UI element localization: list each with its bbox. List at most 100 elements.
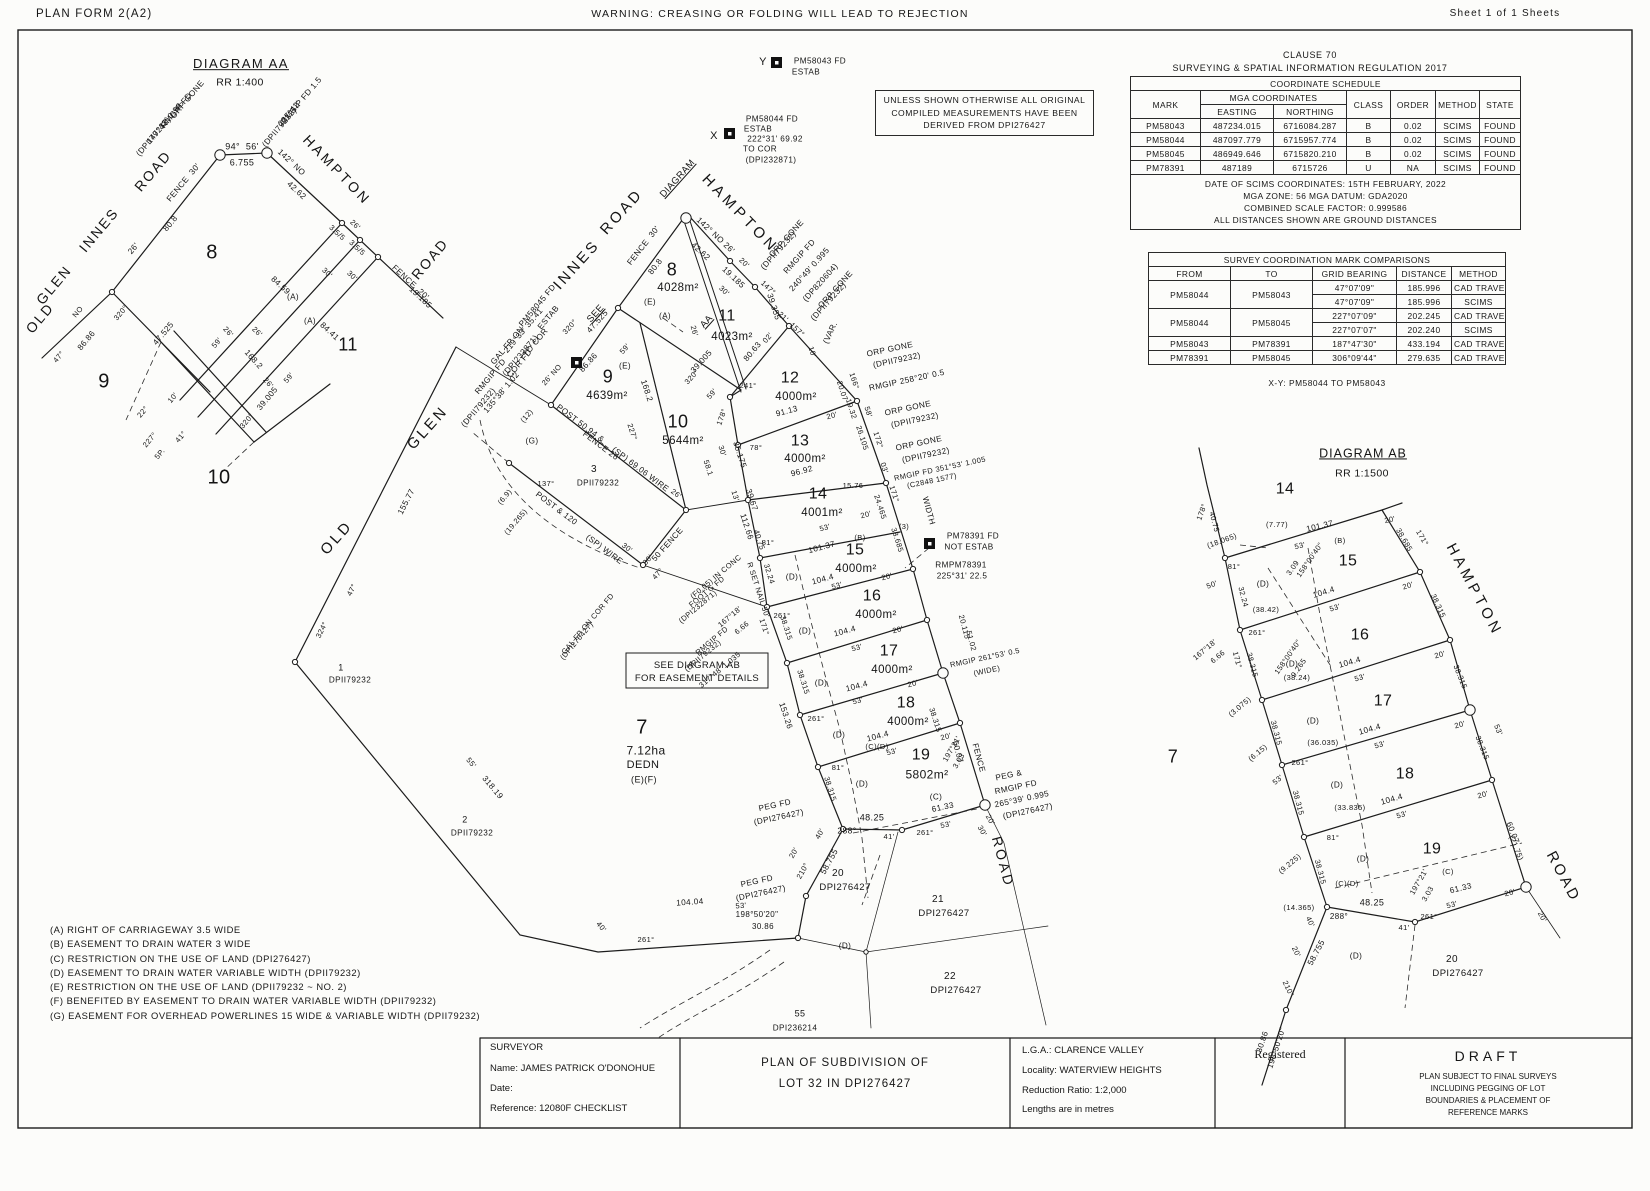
diagram-label: DPII79232 bbox=[576, 478, 620, 488]
diagram-label: 94° 56' bbox=[225, 141, 259, 152]
diagram-label: 53' bbox=[735, 900, 747, 911]
diagram-label: 81° bbox=[761, 538, 775, 548]
diagram-label: 30.86 bbox=[751, 921, 775, 931]
surveyor-date: Date: bbox=[490, 1083, 513, 1094]
surveyor-reference: Reference: 12080F CHECKLIST bbox=[490, 1103, 628, 1114]
diagram-label: 261° bbox=[1420, 912, 1438, 922]
plan-title-line2: LOT 32 IN DPI276427 bbox=[778, 1078, 912, 1090]
plan-title-line1: PLAN OF SUBDIVISION OF bbox=[761, 1057, 929, 1069]
diagram-label: ESTAB bbox=[743, 124, 773, 134]
diagram-label: 48.25 bbox=[1359, 897, 1385, 908]
easement-note-line: (G) EASEMENT FOR OVERHEAD POWERLINES 15 … bbox=[50, 1009, 480, 1021]
diagram-label: RR 1:400 bbox=[216, 76, 264, 89]
diagram-label: 17 bbox=[879, 642, 899, 660]
diagram-label: (DPI232871) bbox=[745, 155, 797, 165]
diagram-label: 261° bbox=[807, 714, 825, 724]
diagram-label: 137° bbox=[537, 479, 555, 489]
diagram-label: DPII79232 bbox=[450, 828, 494, 838]
diagram-label: 5644m² bbox=[662, 434, 704, 447]
diagram-label: (E) bbox=[618, 361, 632, 371]
diagram-label: (C)(D) bbox=[1335, 879, 1359, 889]
pm-square-marks bbox=[571, 57, 935, 549]
diagram-label: 2 bbox=[462, 814, 468, 825]
col-method: METHOD bbox=[1435, 90, 1480, 119]
table-row: PM58043 PM78391 187°47'30" 433.194 CAD T… bbox=[1148, 336, 1507, 351]
diagram-label: 55 bbox=[794, 1008, 806, 1019]
diagram-label: 10 bbox=[667, 411, 689, 432]
diagram-label: (36.035) bbox=[1307, 738, 1339, 748]
mark-comparisons-table: SURVEY COORDINATION MARK COMPARISONS FRO… bbox=[1147, 252, 1507, 365]
diagram-label: (D) bbox=[855, 779, 869, 789]
diagram-label: (C) bbox=[929, 792, 943, 802]
diagram-label: 1 bbox=[338, 662, 344, 673]
diagram-label: DPI236214 bbox=[772, 1023, 818, 1033]
diagram-label: (D) bbox=[1256, 579, 1270, 589]
table-row: PM78391 PM58045 306°09'44" 279.635 CAD T… bbox=[1148, 350, 1507, 365]
diagram-label: 20 bbox=[832, 867, 844, 879]
sheet-count: Sheet 1 of 1 Sheets bbox=[1449, 8, 1561, 19]
warning-text: WARNING: CREASING OR FOLDING WILL LEAD T… bbox=[591, 8, 969, 20]
diagram-label: 18 bbox=[1395, 765, 1415, 783]
lga-line: L.G.A.: CLARENCE VALLEY bbox=[1022, 1045, 1144, 1056]
diagram-label: 261° bbox=[773, 611, 791, 621]
easement-note-line: (C) RESTRICTION ON THE USE OF LAND (DPI2… bbox=[50, 952, 311, 964]
diagram-label: FOR EASEMENT DETAILS bbox=[634, 673, 760, 685]
col-easting: EASTING bbox=[1200, 104, 1274, 119]
diagram-label: (D) bbox=[785, 572, 799, 582]
diagram-label: (D) bbox=[798, 626, 812, 636]
easement-note-line: (E) RESTRICTION ON THE USE OF LAND (DPII… bbox=[50, 981, 347, 993]
diagram-label: (B) bbox=[854, 533, 866, 543]
diagram-label: 241° bbox=[739, 381, 757, 391]
diagram-label: 8 bbox=[666, 259, 678, 280]
diagram-label: 11 bbox=[718, 307, 736, 325]
pm78391-label: PM78391 FD bbox=[946, 531, 1000, 541]
diagram-label: 13 bbox=[790, 432, 810, 450]
diagram-label: DPI276427 bbox=[930, 985, 982, 997]
diagram-label: (E)(F) bbox=[631, 774, 657, 785]
diagram-label: (C)(D) bbox=[865, 742, 889, 752]
diagram-label: RMPM78391 bbox=[935, 560, 987, 570]
diagram-label: 22 bbox=[944, 970, 956, 982]
diagram-label: 288° bbox=[1329, 911, 1349, 921]
diagram-label: 19 bbox=[1422, 840, 1442, 858]
diagram-label: (14.365) bbox=[1283, 903, 1315, 913]
diagram-aa-title: DIAGRAM AA bbox=[193, 56, 289, 72]
diagram-label: (38.42) bbox=[1252, 605, 1280, 615]
diagram-label: (D) bbox=[832, 730, 846, 740]
registered-label: Registered bbox=[1254, 1047, 1306, 1061]
diagram-label: DPI276427 bbox=[1432, 968, 1484, 980]
diagram-label: 288° bbox=[837, 825, 857, 836]
col-mga: MGA COORDINATES bbox=[1200, 90, 1347, 105]
diagram-label: (C) bbox=[1442, 867, 1454, 877]
diagram-label: (D) bbox=[1330, 780, 1344, 790]
diagram-label: 4000m² bbox=[775, 390, 817, 403]
diagram-label: 261° bbox=[916, 828, 934, 838]
diagram-label: 20 bbox=[1446, 953, 1458, 965]
diagram-label: 261° bbox=[637, 935, 655, 945]
diagram-label: 3 bbox=[591, 463, 597, 475]
diagram-label: 81° bbox=[1326, 833, 1340, 843]
plan-form-title: PLAN FORM 2(A2) bbox=[36, 8, 153, 20]
diagram-label: 15.76 bbox=[842, 481, 864, 491]
xy-footnote: X-Y: PM58044 TO PM58043 bbox=[1268, 378, 1386, 388]
coordinate-schedule-table: COORDINATE SCHEDULE MARK MGA COORDINATES… bbox=[1129, 76, 1522, 230]
diagram-label: 4000m² bbox=[855, 608, 897, 621]
diagram-label: 78° bbox=[749, 443, 763, 453]
clause-line2: SURVEYING & SPATIAL INFORMATION REGULATI… bbox=[1172, 63, 1448, 73]
lengths-line: Lengths are in metres bbox=[1022, 1104, 1114, 1115]
diagram-label: 14 bbox=[808, 485, 828, 503]
diagram-label: 81° bbox=[1227, 562, 1241, 572]
diagram-label: 17 bbox=[1373, 692, 1393, 710]
table-row: PM58044 PM58043 47°07'09" 185.996 CAD TR… bbox=[1148, 280, 1507, 309]
mark-x-label: X bbox=[710, 130, 718, 143]
diagram-label: (E) bbox=[643, 297, 657, 307]
diagram-label: (3) bbox=[898, 522, 910, 532]
surveyor-heading: SURVEYOR bbox=[490, 1042, 544, 1053]
diagram-label: (G) bbox=[525, 436, 539, 446]
diagram-label: 18 bbox=[896, 694, 916, 712]
diagram-label: 6.755 bbox=[229, 157, 255, 168]
